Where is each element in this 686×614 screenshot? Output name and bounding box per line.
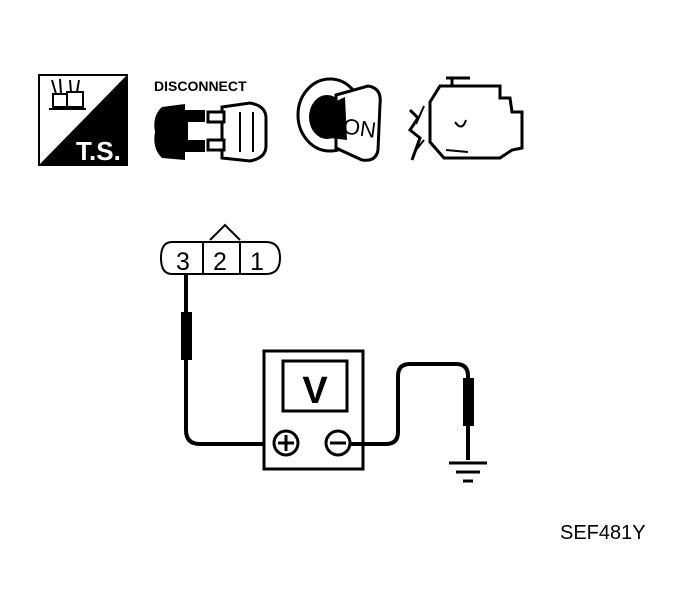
ts-label: T.S. — [76, 136, 121, 166]
positive-test-lead — [181, 274, 272, 446]
figure-id: SEF481Y — [560, 522, 646, 544]
voltmeter: V — [262, 349, 365, 471]
tool-icon: T.S. — [38, 74, 128, 166]
ignition-key-icon: ON — [296, 77, 382, 162]
negative-test-lead — [350, 362, 474, 460]
connector-pin-3: 3 — [176, 248, 190, 276]
engine-icon — [407, 76, 524, 161]
disconnect-icon: DISCONNECT — [154, 78, 268, 163]
ignition-label: ON — [341, 113, 377, 142]
meter-display: V — [302, 370, 328, 412]
connector-pin-2: 2 — [213, 248, 227, 276]
ground-icon — [449, 461, 487, 483]
disconnect-label: DISCONNECT — [154, 78, 247, 94]
connector: 3 2 1 — [159, 223, 282, 276]
connector-pin-1: 1 — [250, 248, 264, 276]
